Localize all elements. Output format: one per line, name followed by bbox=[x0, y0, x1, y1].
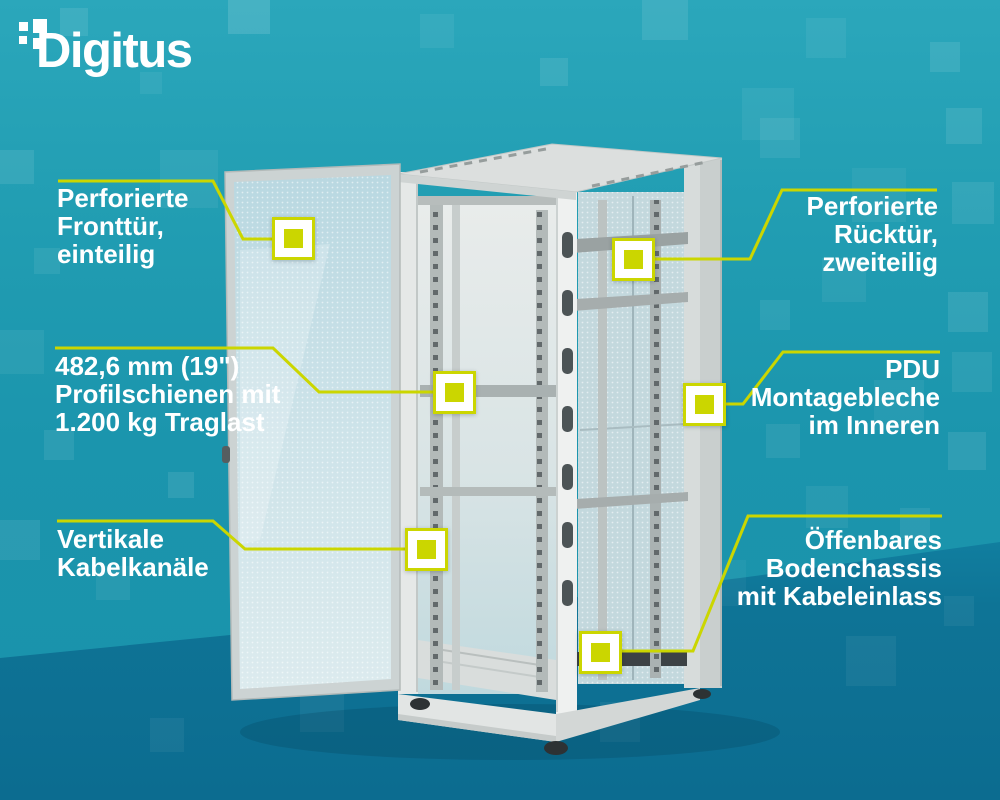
callout-label-rear-door: Perforierte Rücktür, zweiteilig bbox=[806, 191, 939, 277]
callout-label-cable-channels: Vertikale Kabelkanäle bbox=[57, 524, 209, 582]
front-right-post bbox=[556, 186, 577, 714]
logo-pixel-icon bbox=[19, 36, 27, 44]
logo-pixel-icon bbox=[33, 19, 47, 33]
callout-line-pdu-plates bbox=[726, 350, 940, 406]
callout-line-front-door bbox=[58, 179, 272, 241]
callout-line-rear-door bbox=[655, 188, 937, 261]
door-handle bbox=[222, 446, 230, 463]
front-door-open bbox=[222, 163, 401, 701]
callout-label-pdu-plates: PDU Montagebleche im Inneren bbox=[750, 354, 940, 440]
logo-pixel-icon bbox=[19, 22, 28, 31]
levelling-feet bbox=[410, 689, 711, 755]
top-cover bbox=[397, 143, 723, 200]
marker-square-icon bbox=[695, 395, 714, 414]
callout-label-front-door: Perforierte Fronttür, einteilig bbox=[57, 183, 189, 269]
feature-marker-front-door[interactable] bbox=[272, 217, 315, 260]
rear-door-panel bbox=[578, 192, 688, 684]
brand-logo: Digitus bbox=[19, 19, 239, 89]
feature-marker-pdu-plates[interactable] bbox=[683, 383, 726, 426]
marker-square-icon bbox=[284, 229, 303, 248]
marker-square-icon bbox=[417, 540, 436, 559]
feature-marker-cable-channels[interactable] bbox=[405, 528, 448, 571]
front-left-post bbox=[398, 172, 418, 694]
marker-square-icon bbox=[624, 250, 643, 269]
logo-pixel-icon bbox=[33, 38, 44, 49]
server-rack-illustration bbox=[222, 143, 723, 755]
feature-marker-bottom-chassis[interactable] bbox=[579, 631, 622, 674]
feature-marker-profile-rails[interactable] bbox=[433, 371, 476, 414]
brand-logo-text: Digitus bbox=[36, 24, 193, 78]
callout-label-bottom-chassis: Öffenbares Bodenchassis mit Kabeleinlass bbox=[736, 525, 942, 611]
callout-lines bbox=[55, 179, 942, 653]
callout-line-cable-channels bbox=[57, 519, 405, 551]
callout-line-profile-rails bbox=[55, 346, 433, 394]
marker-square-icon bbox=[445, 383, 464, 402]
marker-square-icon bbox=[591, 643, 610, 662]
cable-channel-slots bbox=[562, 232, 573, 606]
base-frame bbox=[398, 688, 700, 742]
feature-marker-rear-door[interactable] bbox=[612, 238, 655, 281]
callout-label-profile-rails: 482,6 mm (19") Profilschienen mit 1.200 … bbox=[55, 351, 281, 437]
callout-line-bottom-chassis bbox=[622, 514, 942, 653]
